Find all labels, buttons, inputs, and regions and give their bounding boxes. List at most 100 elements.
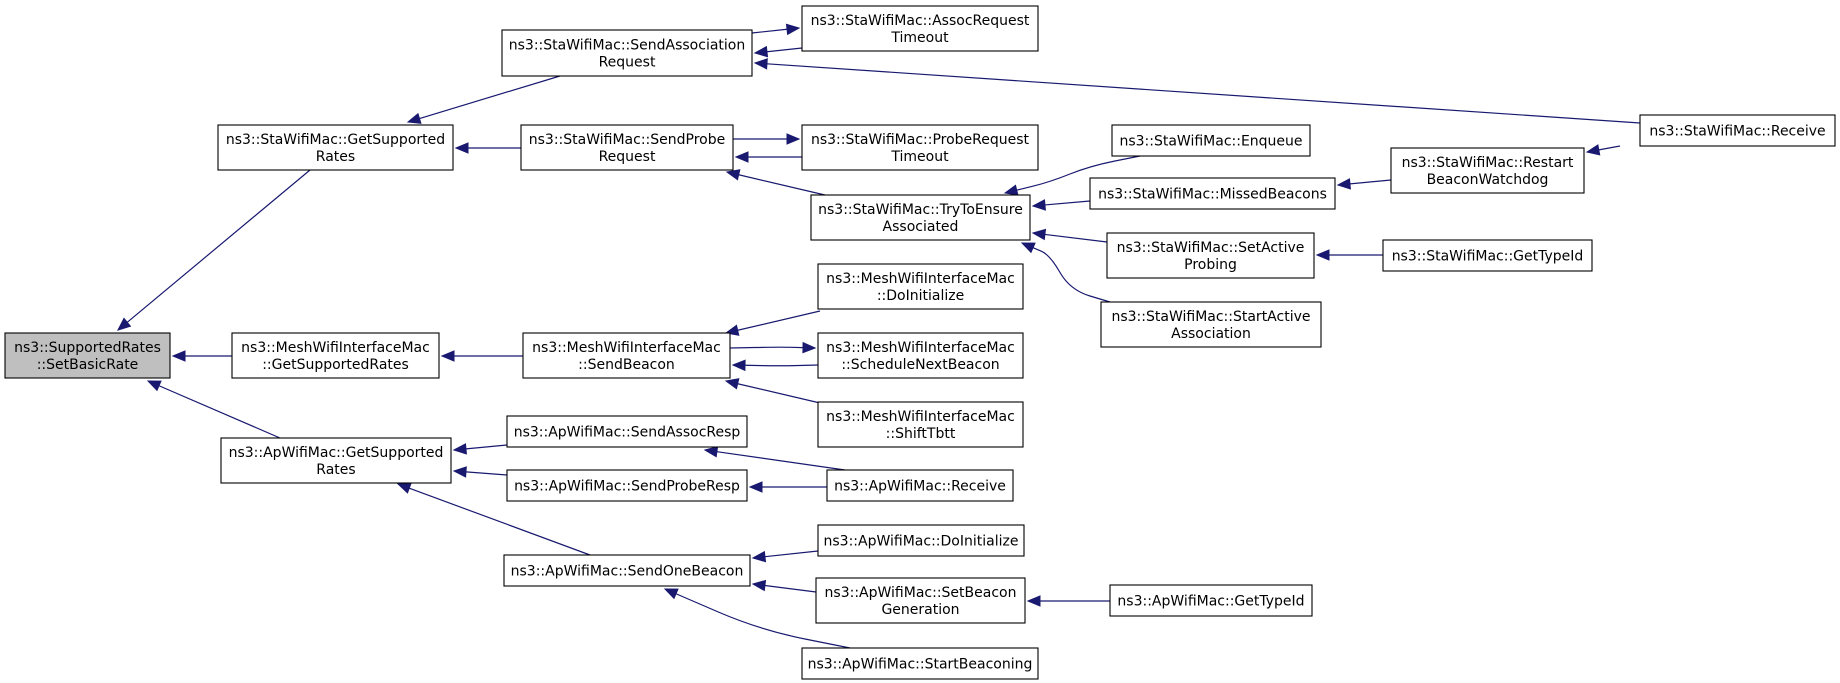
edge-n8-to-n3 (452, 466, 508, 478)
graph-node-n3[interactable]: ns3::ApWifiMac::GetSupportedRates (220, 437, 452, 484)
graph-node-n21[interactable]: ns3::StaWifiMac::MissedBeacons (1089, 177, 1336, 210)
graph-node-n8[interactable]: ns3::ApWifiMac::SendProbeResp (506, 469, 748, 502)
graph-node-n16[interactable]: ns3::ApWifiMac::Receive (826, 469, 1014, 502)
node-label-line: ::DoInitialize (877, 288, 964, 304)
node-label-line: ns3::StaWifiMac::SendAssociation (509, 38, 745, 54)
edge-line (766, 47, 803, 53)
arrow-head (1003, 184, 1019, 196)
edge-n5-to-n11 (733, 133, 801, 145)
graph-node-n14[interactable]: ns3::MeshWifiInterfaceMac::ScheduleNextB… (817, 332, 1024, 379)
graph-node-n9[interactable]: ns3::ApWifiMac::SendOneBeacon (503, 554, 751, 587)
node-box[interactable] (801, 124, 1039, 171)
node-box[interactable] (817, 401, 1024, 448)
node-label-line: ::ShiftTbtt (886, 426, 956, 442)
node-box[interactable] (506, 469, 748, 502)
node-box[interactable] (1109, 584, 1313, 617)
edge-n2-to-n0 (171, 350, 232, 362)
arrow-head (725, 169, 741, 181)
edge-line (737, 383, 821, 404)
node-label-line: ns3::ApWifiMac::SendAssocResp (514, 425, 741, 441)
edge-line (419, 75, 561, 120)
graph-node-n6[interactable]: ns3::MeshWifiInterfaceMac::SendBeacon (522, 332, 731, 379)
arrow-head (724, 378, 740, 390)
graph-node-n1[interactable]: ns3::StaWifiMac::GetSupportedRates (217, 124, 454, 171)
node-label-line: Associated (883, 219, 959, 235)
graph-node-n2[interactable]: ns3::MeshWifiInterfaceMac::GetSupportedR… (231, 332, 440, 379)
arrow-head (452, 443, 467, 455)
graph-node-n27[interactable]: ns3::StaWifiMac::Receive (1639, 114, 1836, 147)
node-box[interactable] (217, 124, 454, 171)
graph-node-n7[interactable]: ns3::ApWifiMac::SendAssocResp (506, 415, 748, 448)
node-label-line: Association (1171, 326, 1251, 342)
arrow-head (1020, 242, 1036, 254)
node-box[interactable] (810, 194, 1031, 241)
node-box[interactable] (520, 124, 734, 171)
node-box[interactable] (4, 332, 171, 379)
edge-n16-to-n8 (748, 481, 827, 493)
node-label-line: ns3::StaWifiMac::Restart (1402, 155, 1574, 171)
node-label-line: ns3::StaWifiMac::GetSupported (226, 132, 445, 148)
edge-line (1598, 145, 1621, 151)
edges-layer (117, 23, 1641, 649)
graph-node-n17[interactable]: ns3::ApWifiMac::DoInitialize (817, 524, 1025, 557)
node-box[interactable] (1100, 301, 1322, 348)
node-label-line: ns3::StaWifiMac::ProbeRequest (811, 132, 1030, 148)
node-box[interactable] (220, 437, 452, 484)
node-label-line: ns3::StaWifiMac::SendProbe (529, 132, 725, 148)
node-box[interactable] (801, 647, 1039, 680)
edge-n27-to-n4 (753, 58, 1641, 124)
arrow-head (786, 133, 801, 145)
arrow-head (171, 350, 186, 362)
node-label-line: ns3::StaWifiMac::StartActive (1111, 309, 1310, 325)
node-box[interactable] (1639, 114, 1836, 147)
node-label-line: ns3::StaWifiMac::AssocRequest (811, 13, 1030, 29)
graph-node-n0[interactable]: ns3::SupportedRates::SetBasicRate (4, 332, 171, 379)
node-label-line: ::SendBeacon (578, 357, 675, 373)
node-box[interactable] (826, 469, 1014, 502)
node-box[interactable] (1111, 124, 1311, 157)
node-label-line: Rates (316, 462, 355, 478)
node-box[interactable] (1106, 232, 1315, 279)
node-box[interactable] (815, 577, 1026, 624)
edge-line (764, 584, 817, 593)
node-label-line: ns3::StaWifiMac::SetActive (1117, 240, 1305, 256)
node-box[interactable] (817, 524, 1025, 557)
node-box[interactable] (522, 332, 731, 379)
edge-line (1349, 179, 1392, 185)
edge-n19-to-n9 (663, 588, 851, 649)
graph-node-n15[interactable]: ns3::MeshWifiInterfaceMac::ShiftTbtt (817, 401, 1024, 448)
node-label-line: ns3::ApWifiMac::SendProbeResp (514, 479, 740, 495)
graph-node-n26[interactable]: ns3::StaWifiMac::GetTypeId (1382, 239, 1593, 272)
graph-node-n20[interactable]: ns3::StaWifiMac::Enqueue (1111, 124, 1311, 157)
node-box[interactable] (503, 554, 751, 587)
edge-n4-to-n1 (406, 75, 561, 124)
node-box[interactable] (501, 29, 753, 77)
node-box[interactable] (231, 332, 440, 379)
node-box[interactable] (817, 263, 1024, 310)
edge-line (675, 593, 851, 649)
node-box[interactable] (1390, 147, 1585, 194)
node-box[interactable] (1382, 239, 1593, 272)
node-label-line: ns3::ApWifiMac::SendOneBeacon (511, 564, 744, 580)
graph-node-n19[interactable]: ns3::ApWifiMac::StartBeaconing (801, 647, 1039, 680)
arrow-head (117, 317, 132, 331)
node-label-line: Timeout (890, 30, 949, 46)
node-label-line: ns3::SupportedRates (14, 340, 161, 356)
graph-node-n13[interactable]: ns3::MeshWifiInterfaceMac::DoInitialize (817, 263, 1024, 310)
node-box[interactable] (817, 332, 1024, 379)
graph-node-n24[interactable]: ns3::ApWifiMac::GetTypeId (1109, 584, 1313, 617)
edge-n25-to-n21 (1336, 178, 1392, 190)
node-box[interactable] (1089, 177, 1336, 210)
node-box[interactable] (801, 5, 1039, 52)
edge-n27-to-n25 (1585, 144, 1621, 156)
node-box[interactable] (506, 415, 748, 448)
